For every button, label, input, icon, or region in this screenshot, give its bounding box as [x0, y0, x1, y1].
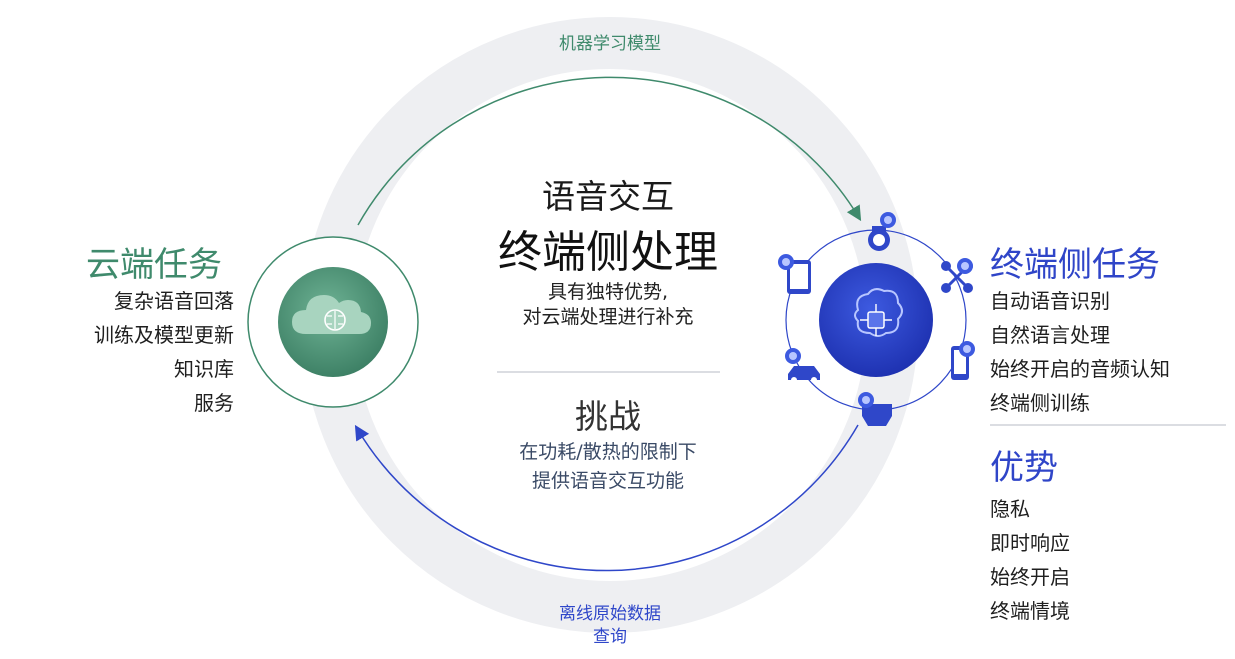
challenge-title: 挑战 — [575, 397, 641, 436]
cloud-node — [247, 236, 419, 408]
top-arc-label: 机器学习模型 — [559, 34, 661, 54]
edge-tasks-list: 自动语音识别 自然语言处理 始终开启的音频认知 终端侧训练 — [990, 284, 1170, 420]
edge-node — [785, 229, 967, 411]
smartwatch-icon — [868, 212, 896, 251]
cloud-tasks-list: 复杂语音回落 训练及模型更新 知识库 服务 — [40, 284, 234, 420]
advantage-item: 隐私 — [990, 497, 1030, 521]
cloud-tasks-title: 云端任务 — [86, 245, 222, 285]
bottom-arc-label-line2: 查询 — [593, 627, 627, 647]
cloud-task-item: 训练及模型更新 — [94, 323, 234, 347]
smartphone-icon — [951, 341, 975, 380]
top-arc-arrow — [357, 76, 862, 226]
advantage-item: 即时响应 — [990, 531, 1070, 555]
cloud-task-item: 复杂语音回落 — [114, 289, 234, 313]
edge-task-item: 始终开启的音频认知 — [990, 357, 1170, 381]
edge-tasks-title: 终端侧任务 — [990, 245, 1160, 285]
cloud-task-item: 知识库 — [174, 357, 234, 381]
challenge-text-line1: 在功耗/散热的限制下 — [519, 441, 697, 463]
advantages-title: 优势 — [990, 448, 1058, 488]
bottom-arc-label-line1: 离线原始数据 — [559, 604, 661, 624]
advantage-item: 终端情境 — [990, 599, 1070, 623]
center-title-big: 终端侧处理 — [498, 227, 718, 278]
advantages-list: 隐私 即时响应 始终开启 终端情境 — [990, 492, 1070, 628]
edge-task-item: 自然语言处理 — [990, 323, 1110, 347]
car-icon — [785, 348, 820, 383]
edge-task-item: 自动语音识别 — [990, 289, 1110, 313]
bottom-arc-arrow — [354, 424, 859, 572]
cloud-brain-icon — [292, 295, 371, 334]
challenge-text-line2: 提供语音交互功能 — [531, 470, 684, 492]
chip-brain-icon — [854, 288, 903, 337]
edge-task-item: 终端侧训练 — [990, 391, 1090, 415]
center-subtitle-line2: 对云端处理进行补充 — [522, 306, 694, 328]
cloud-task-item: 服务 — [194, 391, 234, 415]
advantage-item: 始终开启 — [990, 565, 1070, 589]
center-subtitle-line1: 具有独特优势, — [547, 281, 669, 303]
drone-icon — [941, 258, 973, 293]
vr-headset-icon — [858, 392, 892, 426]
center-title-small: 语音交互 — [542, 177, 674, 216]
tablet-icon — [778, 254, 811, 294]
